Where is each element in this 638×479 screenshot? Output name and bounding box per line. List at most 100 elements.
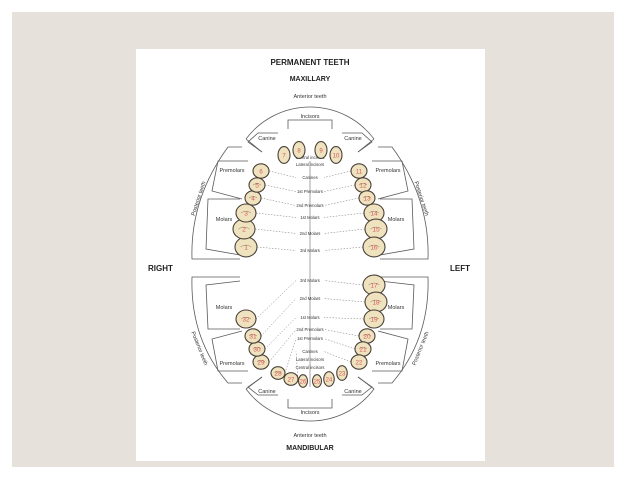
maxillary-incisor-bracket (287, 119, 333, 129)
tooth-19: 19 (363, 309, 385, 329)
tooth-fissure (368, 282, 380, 286)
max-canines-label: Canines (302, 175, 317, 180)
tooth-25: 25 (311, 374, 323, 388)
tooth-29: 29 (252, 354, 270, 370)
maxillary-posterior-outer-left (378, 146, 429, 260)
tooth-12: 12 (354, 177, 372, 193)
tooth-number: 32 (242, 316, 250, 323)
tooth-number: 25 (314, 379, 321, 385)
mandibular-molar-box-right (205, 280, 241, 330)
guide-line-lower-left (323, 280, 364, 286)
tooth-7: 7 (277, 146, 291, 164)
maxillary-anterior-arc (245, 106, 375, 140)
tooth-number: 22 (356, 360, 363, 366)
tooth-crown (350, 354, 368, 370)
tooth-1: 1 (234, 236, 258, 258)
mandibular-heading: MANDIBULAR (286, 445, 333, 452)
tooth-fissure (248, 334, 258, 337)
tooth-crown (277, 146, 291, 164)
maxillary-premolars-label-right: Premolars (219, 168, 244, 174)
tooth-fissure (240, 244, 252, 248)
guide-line-lower-left (323, 298, 366, 303)
guide-line-lower-right (255, 280, 297, 320)
guide-line-lower-right (264, 317, 297, 350)
tooth-number: 19 (370, 316, 378, 323)
maxillary-premolar-box-left (372, 160, 409, 200)
maxillary-posterior-label-right: Posterior teeth (191, 181, 208, 217)
tooth-crown (323, 371, 335, 387)
tooth-number: 12 (359, 182, 367, 189)
tooth-fissure (362, 196, 372, 199)
mandibular-canine-box-right (247, 376, 278, 396)
tooth-crown (311, 374, 323, 388)
tooth-crown (235, 203, 257, 223)
guide-line-lower-right (268, 329, 297, 363)
mandibular-molars-label-left: Molars (388, 305, 405, 311)
tooth-22: 22 (350, 354, 368, 370)
mand-second-premolars-label: 2nd Premolars (296, 327, 323, 332)
mandibular-molar-box-left (379, 280, 415, 330)
mandibular-canine-label-left: Canine (344, 389, 361, 395)
slide-frame: PERMANENT TEETH MAXILLARY MANDIBULAR RIG… (12, 12, 614, 467)
tooth-fissure (370, 299, 382, 303)
mandibular-canine-label-right: Canine (258, 389, 275, 395)
tooth-fissure (362, 334, 372, 337)
mandibular-posterior-outer-right (191, 276, 242, 384)
tooth-fissure (238, 226, 250, 230)
diagram-title: PERMANENT TEETH (270, 58, 349, 67)
tooth-number: 29 (257, 359, 265, 366)
guide-line-upper-left (323, 197, 360, 206)
tooth-crown (270, 366, 286, 380)
tooth-crown (314, 141, 328, 159)
tooth-crown (244, 328, 262, 344)
tooth-number: 14 (370, 210, 378, 217)
mand-lateral-incisors-label: Lateral incisors (296, 357, 324, 362)
tooth-16: 16 (362, 236, 386, 258)
tooth-17: 17 (362, 274, 386, 296)
guide-line-lower-left (323, 317, 365, 320)
tooth-number: 6 (259, 169, 263, 175)
tooth-fissure (240, 210, 252, 214)
tooth-8: 8 (292, 141, 306, 159)
tooth-number: 4 (251, 195, 255, 202)
tooth-number: 15 (372, 226, 380, 233)
mand-second-molars-label: 2nd Molars (300, 296, 321, 301)
tooth-crown (283, 372, 299, 386)
tooth-21: 21 (354, 341, 372, 357)
tooth-26: 26 (297, 374, 309, 388)
tooth-15: 15 (364, 218, 388, 240)
mand-third-molars-label: 3rd Molars (300, 278, 320, 283)
max-central-incisors-label: Central incisors (296, 155, 325, 160)
tooth-crown (292, 141, 306, 159)
tooth-number: 11 (356, 169, 363, 175)
guide-line-lower-left (323, 351, 352, 363)
maxillary-group-outlines (191, 106, 429, 260)
max-lateral-incisors-label: Lateral incisors (296, 162, 324, 167)
tooth-fissure (256, 360, 266, 363)
mand-first-molars-label: 1st Molars (300, 315, 319, 320)
tooth-31: 31 (244, 328, 262, 344)
maxillary-posterior-outer-right (191, 146, 242, 260)
tooth-9: 9 (314, 141, 328, 159)
max-first-premolars-label: 1st Premolars (297, 189, 323, 194)
tooth-number: 2 (242, 226, 246, 233)
tooth-fissure (368, 210, 380, 214)
right-side-label: RIGHT (148, 264, 173, 273)
guide-line-lower-right (284, 338, 297, 374)
tooth-3: 3 (235, 203, 257, 223)
mandibular-premolars-label-right: Premolars (219, 361, 244, 367)
tooth-crown (297, 374, 309, 388)
maxillary-anterior-label: Anterior teeth (293, 94, 326, 100)
tooth-23: 23 (336, 365, 348, 381)
guide-line-upper-right (255, 212, 297, 218)
diagram-sheet: PERMANENT TEETH MAXILLARY MANDIBULAR RIG… (136, 49, 485, 461)
tooth-number: 23 (339, 371, 346, 377)
dental-chart: PERMANENT TEETH MAXILLARY MANDIBULAR RIG… (148, 58, 470, 452)
tooth-number: 27 (288, 377, 295, 383)
max-second-molars-label: 2nd Molars (300, 231, 321, 236)
tooth-number: 10 (333, 153, 340, 159)
tooth-number: 5 (255, 182, 259, 189)
tooth-number: 24 (326, 377, 333, 383)
tooth-number: 21 (359, 346, 367, 353)
